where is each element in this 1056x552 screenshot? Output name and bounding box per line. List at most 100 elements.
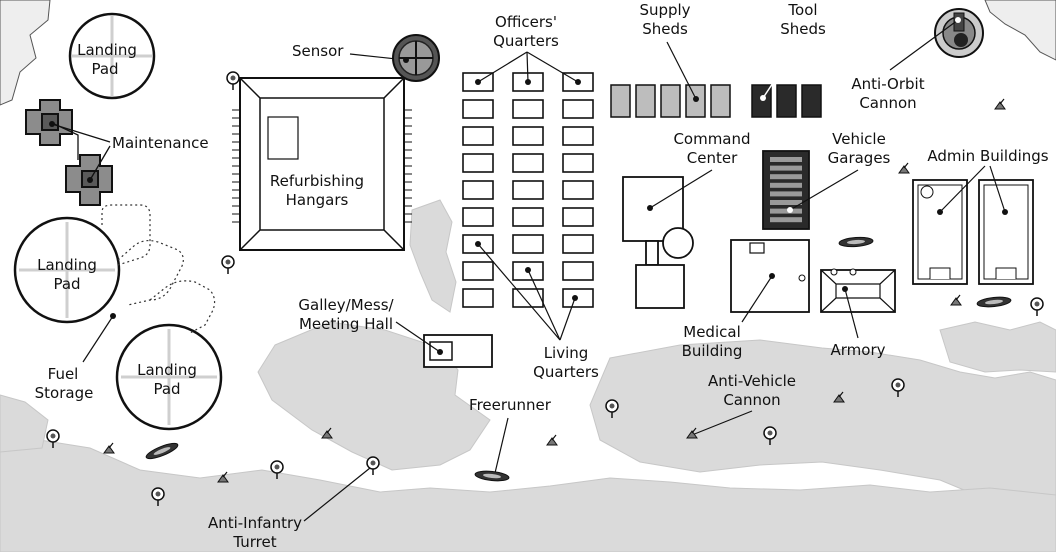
tool-sheds <box>751 84 822 118</box>
leader-dot <box>647 205 653 211</box>
living-quarters-building <box>462 261 494 281</box>
command-center <box>622 176 694 309</box>
landing-pad-label-line2: Pad <box>53 275 80 293</box>
officers-quarters-label-line2: Quarters <box>493 32 559 50</box>
armory <box>820 268 896 313</box>
living-quarters-building <box>512 153 544 173</box>
living-quarters-building <box>512 207 544 227</box>
living-quarters-building <box>512 180 544 200</box>
galley-leader <box>395 321 441 353</box>
living-quarters-building <box>462 126 494 146</box>
anti-vehicle-cannon-icon <box>321 427 333 439</box>
garage-bay <box>770 165 802 171</box>
hangar-side-vents <box>232 109 412 223</box>
garage-bay <box>770 191 802 197</box>
freerunner-vehicle-icon <box>976 296 1012 308</box>
living-quarters-building <box>462 99 494 119</box>
anti-infantry-turret-icon <box>1030 297 1044 316</box>
freerunner-vehicle-icon <box>145 442 179 460</box>
medical-building-label-line1: Medical <box>683 323 740 341</box>
galley-label-line2: Meeting Hall <box>299 315 393 333</box>
living-quarters-building <box>562 180 594 200</box>
medical-building-label-line2: Building <box>682 342 743 360</box>
command-center-dome <box>662 227 694 259</box>
anti-infantry-turret-icon <box>366 456 380 475</box>
leader-dot <box>87 177 93 183</box>
armory-label: Armory <box>831 341 886 359</box>
garage-bay <box>770 200 802 205</box>
living-quarters-label-line2: Quarters <box>533 363 599 381</box>
defense-units <box>46 71 1044 506</box>
maintenance-connectors <box>49 121 111 181</box>
freerunner-label: Freerunner <box>469 396 552 414</box>
freerunner-leader <box>494 417 509 474</box>
command-center-leader <box>649 169 713 209</box>
admin-buildings-label: Admin Buildings <box>927 147 1048 165</box>
garage-bay <box>770 182 802 188</box>
living-quarters-building <box>562 261 594 281</box>
anti-vehicle-cannon-icon <box>103 442 115 454</box>
landing-pad-label-line1: Landing <box>137 361 197 379</box>
fuel-storage-label-line2: Storage <box>35 384 94 402</box>
anti-infantry-turret-icon <box>891 378 905 397</box>
garage-bay <box>770 217 802 223</box>
terrain-rocks-top-left <box>0 0 51 106</box>
leader-dot <box>1002 209 1008 215</box>
living-quarters-label-line1: Living <box>544 344 589 362</box>
anti-vehicle-cannon-label-line2: Cannon <box>723 391 780 409</box>
supply-sheds-leader <box>666 41 697 100</box>
supply-sheds <box>610 84 731 118</box>
living-quarters-building <box>562 126 594 146</box>
fuel-storage-leader <box>82 315 114 363</box>
quarters-grid <box>462 72 594 308</box>
freerunner-vehicle-icon <box>474 470 510 482</box>
tool-sheds-label-line2: Sheds <box>780 20 826 38</box>
anti-vehicle-cannon-icon <box>546 434 558 446</box>
terrain-patch-mid-right <box>589 339 1056 521</box>
leader-dot <box>403 57 409 63</box>
garage-bay <box>770 157 802 162</box>
maintenance-leader <box>51 123 111 143</box>
anti-vehicle-cannon-leader <box>691 410 753 436</box>
tool-sheds-leader <box>762 41 801 99</box>
landing-pad-1: Landing Pad <box>68 12 156 100</box>
landing-pad-2: Landing Pad <box>13 216 121 324</box>
sensor-dish-icon <box>392 34 440 82</box>
medical-building-leader <box>741 275 773 323</box>
leader-dot <box>525 267 531 273</box>
living-quarters-building <box>512 234 544 254</box>
living-quarters-building <box>562 207 594 227</box>
landing-pad-3: Landing Pad <box>115 323 223 431</box>
armory-leader <box>844 288 859 339</box>
leader-dot <box>110 313 116 319</box>
anti-orbit-cannon-label-line2: Cannon <box>859 94 916 112</box>
vehicle-garages-leader <box>789 169 859 211</box>
maintenance-buildings <box>25 99 113 206</box>
anti-infantry-turret-icon <box>226 71 240 90</box>
leader-dot <box>842 286 848 292</box>
tool-shed <box>776 84 797 118</box>
taxi-paths <box>101 204 216 334</box>
leader-dot <box>769 273 775 279</box>
hangar-inner-bay <box>267 116 299 160</box>
anti-vehicle-cannon-icon <box>898 162 910 174</box>
landing-pad-label-line1: Landing <box>37 256 97 274</box>
living-quarters-building <box>462 288 494 308</box>
landing-pad-label-line2: Pad <box>153 380 180 398</box>
living-quarters-building <box>512 99 544 119</box>
maintenance-leader <box>89 145 111 181</box>
vehicle-garages-label-line2: Garages <box>828 149 891 167</box>
leader-dot <box>475 79 481 85</box>
leader-dot <box>693 96 699 102</box>
supply-shed <box>635 84 656 118</box>
leader-dot <box>937 209 943 215</box>
tool-shed <box>801 84 822 118</box>
anti-infantry-turret-icon <box>221 255 235 274</box>
command-center-link <box>645 240 659 266</box>
anti-infantry-turret-icon <box>605 399 619 418</box>
command-center-label-line1: Command <box>673 130 750 148</box>
command-center-label-line2: Center <box>687 149 738 167</box>
anti-vehicle-cannon-label-line1: Anti-Vehicle <box>708 372 796 390</box>
leader-dot <box>955 17 961 23</box>
